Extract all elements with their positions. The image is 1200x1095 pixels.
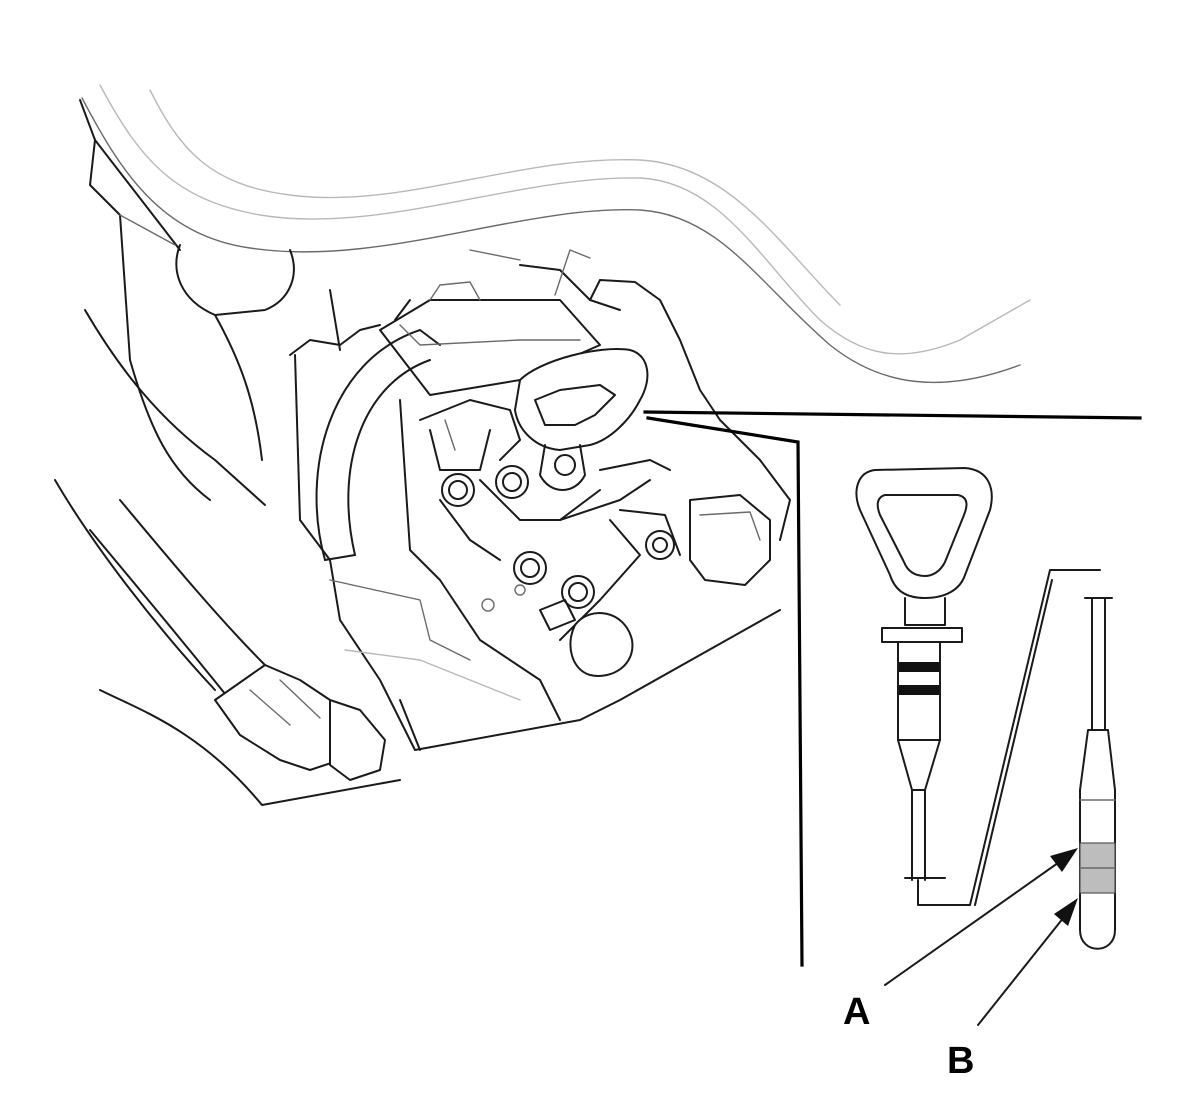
dipstick-detail — [855, 467, 1116, 950]
upper-panel-contour — [81, 84, 1031, 384]
bolts — [441, 465, 675, 677]
left-frame — [54, 99, 401, 806]
shift-linkage — [399, 399, 681, 721]
coolant-hose — [89, 244, 386, 781]
callout-label-a: A — [843, 991, 871, 1033]
vacuum-hose — [315, 329, 441, 561]
dipstick-handle-installed — [514, 348, 649, 491]
transmission-housing — [289, 249, 791, 751]
callout-label-b: B — [947, 1040, 975, 1082]
top-bracket — [379, 281, 601, 396]
callout-arrow-b — [977, 898, 1078, 1026]
detail-leader — [643, 410, 1142, 967]
callout-arrow-a — [884, 848, 1078, 986]
